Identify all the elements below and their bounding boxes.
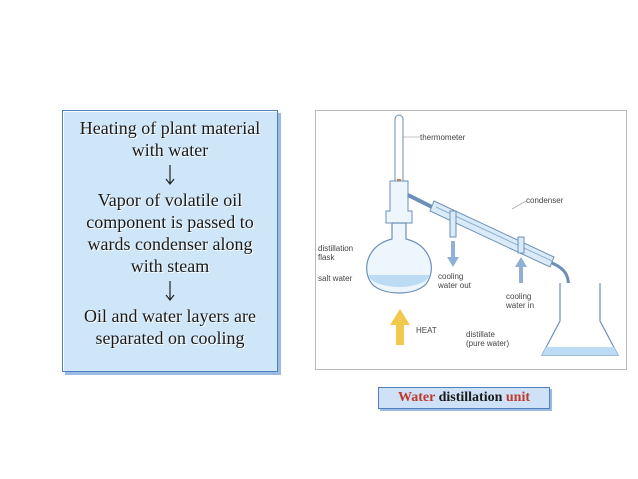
- collecting-flask-icon: [541, 283, 619, 356]
- down-arrow-icon: [63, 161, 277, 189]
- down-arrow-icon: [63, 277, 277, 305]
- thermometer-label: thermometer: [420, 133, 466, 142]
- caption-word-distillation: distillation: [438, 390, 503, 405]
- cooling-water-out-arrow-icon: [447, 241, 459, 267]
- caption-word-unit: unit: [505, 390, 530, 405]
- condenser-label: condenser: [526, 196, 564, 205]
- label-line: flask: [318, 253, 335, 262]
- salt-water-label: salt water: [318, 274, 353, 283]
- caption-word-water: Water: [398, 390, 436, 405]
- process-flowchart: Heating of plant material with water Vap…: [62, 110, 278, 372]
- heat-label: HEAT: [416, 326, 437, 335]
- flow-step-vapor: Vapor of volatile oil component is passe…: [86, 190, 254, 276]
- distillate-label: distillate(pure water): [466, 330, 509, 348]
- label-line: water in: [505, 301, 534, 310]
- cooling-water-in-arrow-icon: [515, 257, 527, 283]
- condenser-icon: [407, 193, 570, 292]
- heat-arrow-icon: [390, 309, 410, 345]
- flow-step-heating: Heating of plant material with water: [79, 118, 261, 160]
- label-line: (pure water): [466, 339, 509, 348]
- diagram-caption: Water distillation unit: [378, 387, 550, 409]
- flow-step-separation: Oil and water layers are separated on co…: [84, 306, 256, 348]
- flask-icon: [366, 180, 432, 294]
- label-line: water out: [437, 281, 472, 290]
